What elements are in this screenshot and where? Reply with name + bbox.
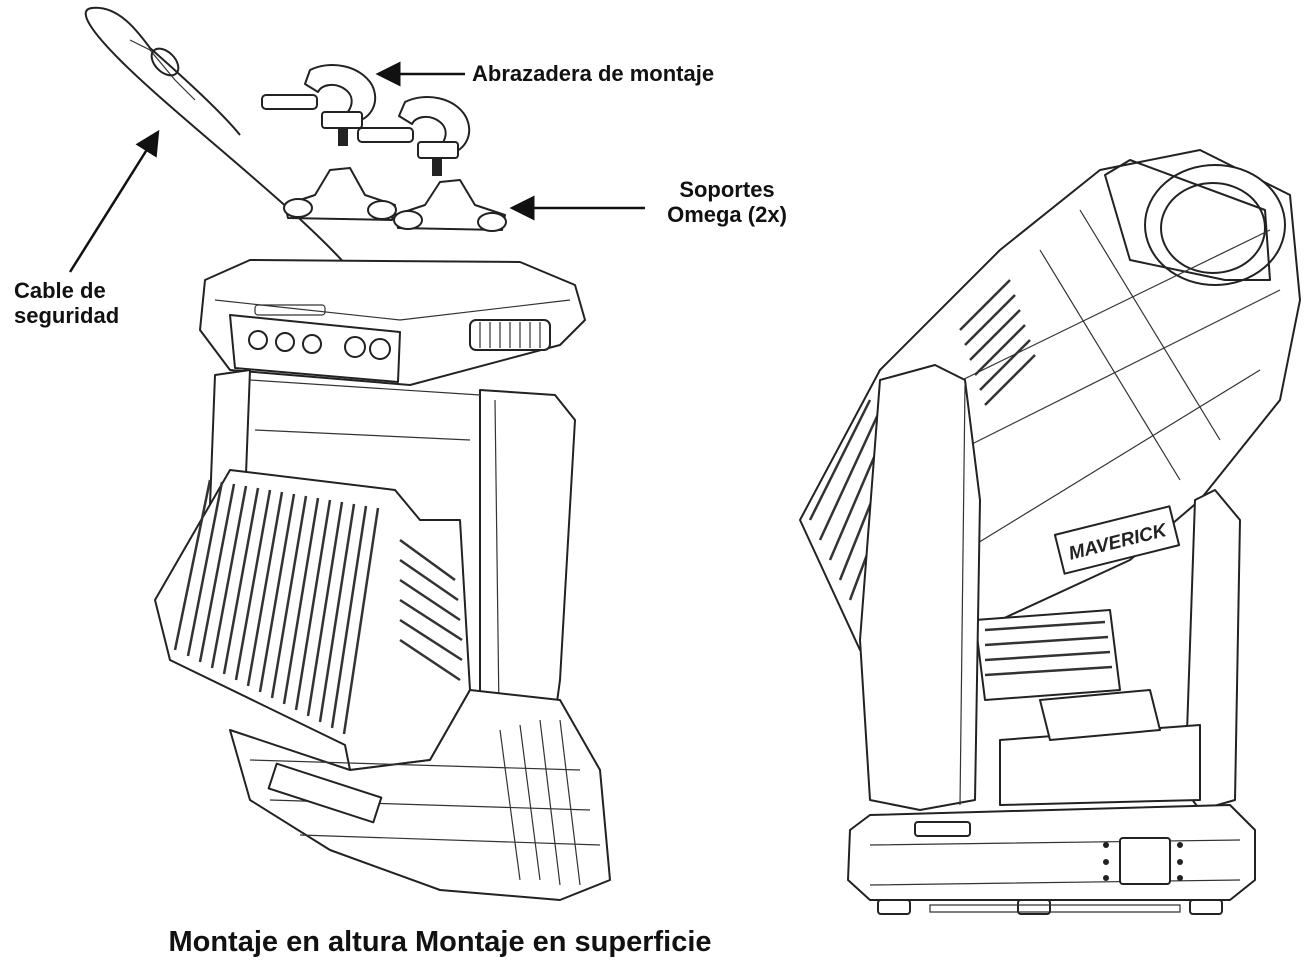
mounting-clamp-text: Abrazadera de montaje (472, 61, 715, 86)
standing-fixture: MAVERICK (799, 149, 1301, 915)
safety-cable-line1: Cable de (14, 278, 106, 303)
omega-brackets-line1: Soportes (679, 177, 775, 202)
base-control-panel (1103, 837, 1183, 885)
hanging-fixture (84, 6, 611, 901)
heatsink-fins (173, 479, 463, 735)
omega-brackets-label: Soportes Omega (2x) (652, 177, 802, 227)
cable-arrow (68, 129, 160, 273)
brand-logo: MAVERICK (1053, 505, 1181, 575)
safety-cable-label: Cable de seguridad (14, 278, 119, 328)
mounting-clamp-label: Abrazadera de montaje (472, 61, 714, 86)
safety-cable (84, 6, 356, 276)
omega-brackets-line2: Omega (2x) (667, 202, 787, 227)
omega-brackets (283, 167, 507, 232)
mounting-clamp (261, 64, 471, 176)
diagram-caption: Montaje en altura Montaje en superficie (168, 926, 712, 958)
safety-cable-line2: seguridad (14, 303, 120, 328)
connector-panel (248, 304, 391, 360)
